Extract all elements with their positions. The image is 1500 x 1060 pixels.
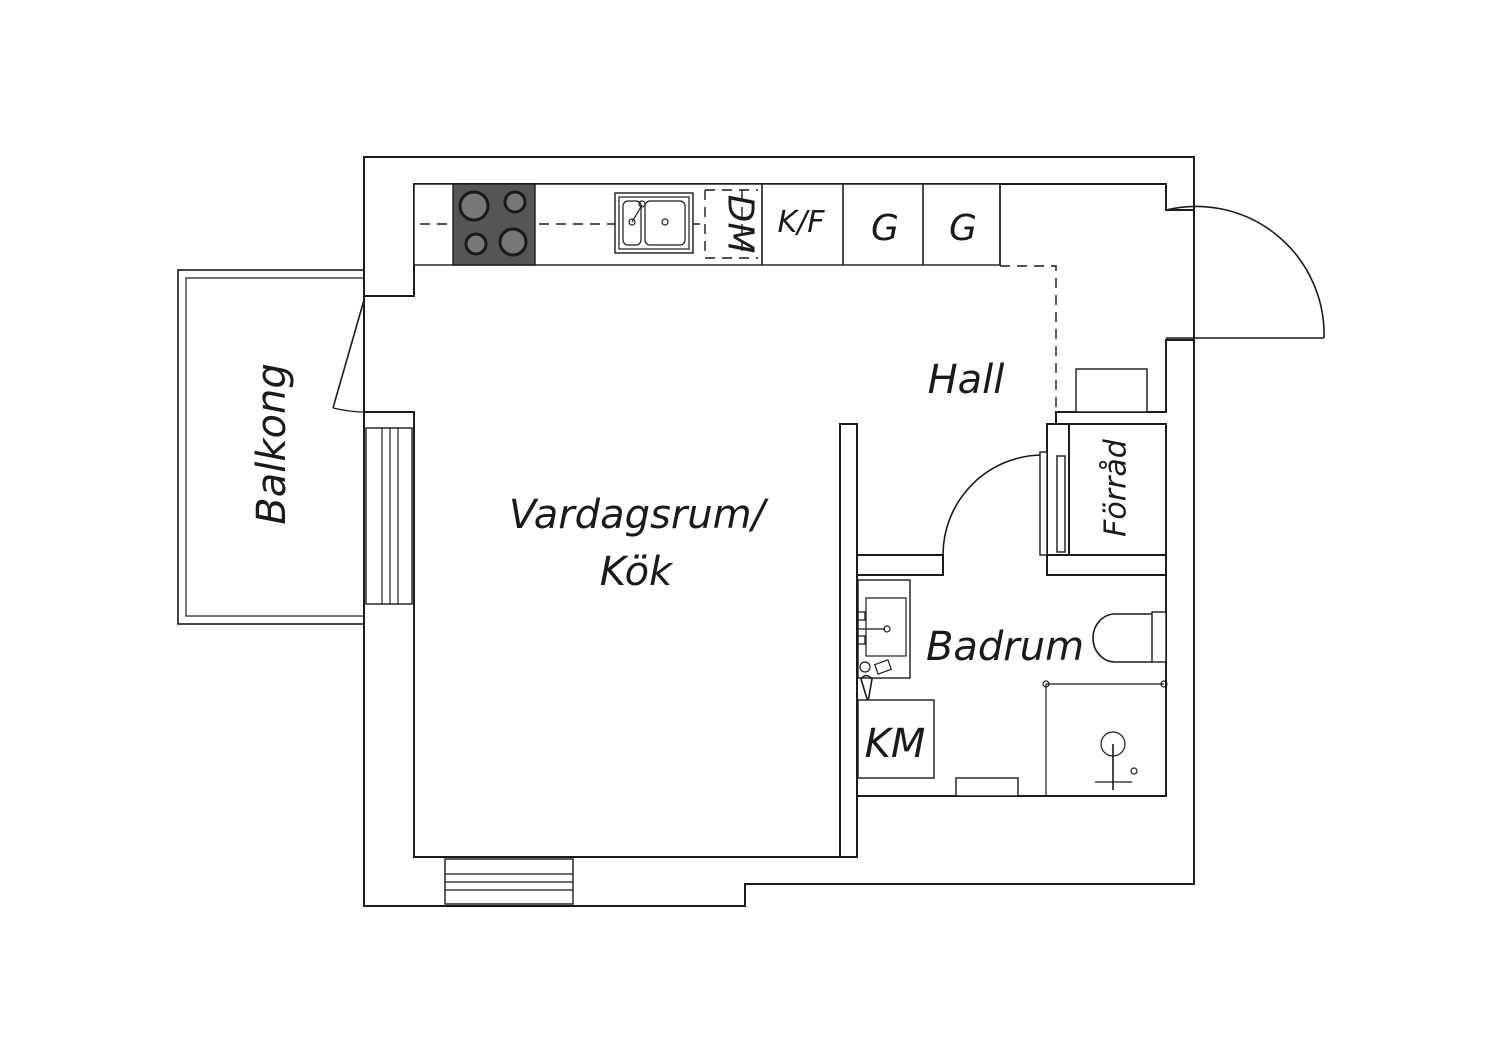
wardrobe-2-label: G bbox=[949, 208, 977, 249]
balcony-door bbox=[332, 299, 365, 413]
partition-wall-hall-bath bbox=[839, 423, 858, 858]
toilet-brush-icon bbox=[859, 659, 893, 703]
room-label-bathroom: Badrum bbox=[926, 624, 1084, 670]
bathroom-sink-icon bbox=[857, 579, 911, 679]
radiator-icon bbox=[955, 777, 1019, 797]
storage-door bbox=[1056, 455, 1066, 553]
partition-wall-storage-bottom bbox=[1046, 554, 1167, 576]
shower-icon bbox=[1042, 680, 1168, 796]
dishwasher bbox=[704, 189, 758, 259]
sink-icon bbox=[614, 192, 694, 254]
washing-machine-label: KM bbox=[865, 721, 926, 767]
stove-icon bbox=[452, 183, 536, 266]
room-label-living-kitchen-1: Vardagsrum/ bbox=[509, 492, 770, 538]
balcony bbox=[177, 269, 365, 625]
partition-wall-bath-top bbox=[856, 554, 944, 576]
room-label-hall: Hall bbox=[928, 357, 1005, 403]
hall-boundary bbox=[1000, 265, 1057, 420]
fridge-freezer-label: K/F bbox=[777, 205, 825, 240]
hall-shelf bbox=[1075, 368, 1148, 413]
washing-machine bbox=[857, 699, 935, 779]
toilet-icon bbox=[1092, 611, 1167, 663]
window-left bbox=[365, 427, 413, 605]
wardrobe-1-label: G bbox=[871, 208, 899, 249]
bathroom-door bbox=[942, 451, 1048, 556]
entrance-door bbox=[1165, 205, 1325, 339]
room-label-living-kitchen-2: Kök bbox=[600, 549, 674, 595]
room-label-balcony: Balkong bbox=[249, 363, 295, 524]
window-bottom bbox=[444, 858, 574, 905]
room-label-storage: Förråd bbox=[1099, 438, 1134, 537]
dishwasher-label: DM bbox=[720, 195, 761, 254]
